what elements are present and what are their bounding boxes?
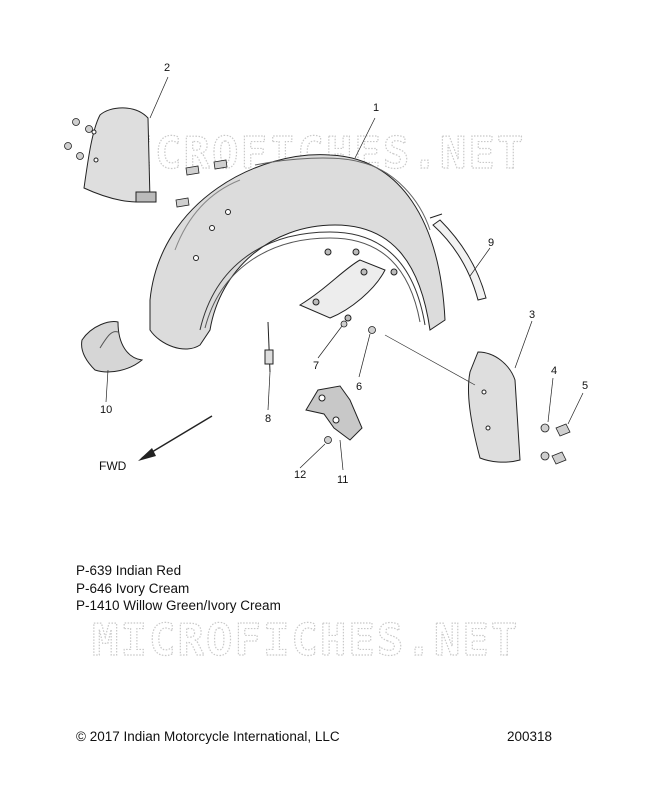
callout-7: 7 <box>313 360 319 372</box>
callout-5: 5 <box>582 380 588 392</box>
inner-bracket <box>298 248 398 322</box>
fastener-group-center <box>340 320 376 334</box>
diagram-id: 200318 <box>507 729 553 744</box>
forward-direction-arrow <box>138 415 213 461</box>
callout-8: 8 <box>265 413 271 425</box>
callout-1: 1 <box>373 102 379 114</box>
tip-lamp-part <box>81 321 144 373</box>
callout-11: 11 <box>337 474 348 486</box>
paint-note: P-1410 Willow Green/Ivory Cream <box>76 598 281 613</box>
paint-note: P-646 Ivory Cream <box>76 580 190 596</box>
callout-12: 12 <box>294 469 306 481</box>
front-fender-part <box>149 154 446 350</box>
side-panel-part <box>384 334 521 463</box>
trim-strip-part <box>429 213 487 301</box>
fwd-label: FWD <box>99 459 127 473</box>
leader-lines <box>105 76 584 471</box>
watermark-bottom: MICROFICHES.NET <box>92 615 519 666</box>
callout-4: 4 <box>551 365 557 377</box>
nut-part <box>324 436 332 444</box>
fastener-group-right <box>540 423 571 465</box>
callout-3: 3 <box>529 309 535 321</box>
callout-6: 6 <box>356 381 362 393</box>
callout-9: 9 <box>488 237 494 249</box>
fastener-group-left <box>64 118 228 208</box>
paint-note: P-639 Indian Red <box>76 563 182 578</box>
paint-code-notes: P-639 Indian Red P-646 Ivory Cream P-141… <box>76 562 281 615</box>
copyright-text: © 2017 Indian Motorcycle International, … <box>76 729 340 744</box>
callout-10: 10 <box>100 404 112 416</box>
fender-tip-part <box>83 107 157 203</box>
wire-clip-part <box>264 321 274 373</box>
callout-labels: 1 2 3 4 5 6 7 8 9 10 11 12 <box>100 62 588 486</box>
mount-bracket-part <box>305 385 363 441</box>
callout-2: 2 <box>164 62 170 74</box>
